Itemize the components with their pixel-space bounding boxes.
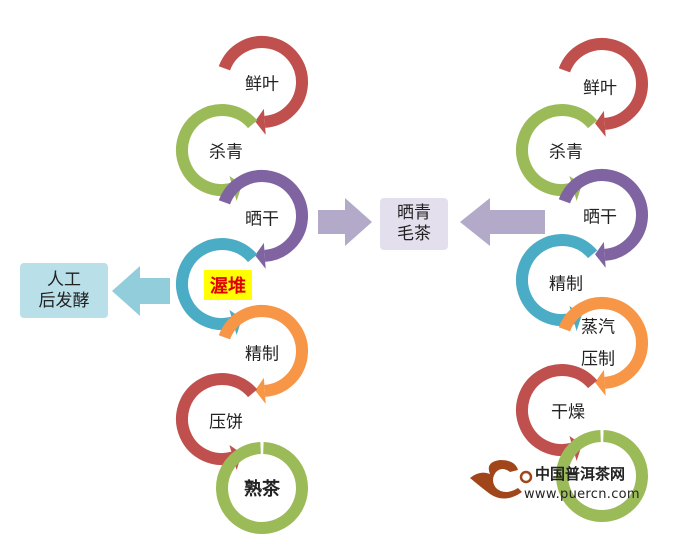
fermentation-box-line1: 人工 (47, 269, 81, 290)
center-box-line1: 晒青 (397, 203, 431, 223)
arrowhead-icon (595, 369, 606, 396)
right-step-kill-green: 杀青 (549, 142, 583, 163)
right-step-sun-dry: 晒干 (583, 207, 617, 228)
arc-r-sun-dry (558, 169, 648, 268)
ring-r-end (556, 430, 648, 522)
sun-dried-raw-tea-box: 晒青毛茶 (380, 198, 448, 250)
logo-swirl-icon (519, 470, 533, 484)
right-step-steam: 蒸汽 (581, 317, 615, 338)
arrowhead-icon (255, 242, 266, 269)
arc-r-steam-press (558, 297, 648, 396)
arc-fresh-leaf (218, 36, 308, 135)
ring-ripe-tea (216, 442, 308, 534)
left-step-wet-pile: 渥堆 (204, 270, 252, 300)
right-step-refine: 精制 (549, 274, 583, 295)
arrow-right-to-center (318, 198, 372, 246)
left-step-ripe-tea: 熟茶 (244, 479, 280, 500)
arrowhead-icon (255, 377, 266, 404)
logo-url[interactable]: www.puercn.com (524, 487, 640, 502)
arc-sun-dry (218, 170, 308, 269)
arrow-left-to-center (460, 198, 545, 246)
artificial-post-fermentation-box: 人工后发酵 (20, 263, 108, 318)
arc-refine (218, 305, 308, 404)
left-step-press-cake: 压饼 (209, 412, 243, 433)
left-step-fresh-leaf: 鲜叶 (245, 74, 279, 95)
arrow-left-to-fermentation (112, 266, 170, 316)
logo-name: 中国普洱茶网 (535, 465, 626, 483)
right-step-dry: 干燥 (551, 402, 585, 423)
center-box-line2: 毛茶 (397, 224, 431, 244)
arrowhead-icon (595, 241, 606, 268)
dragon-logo-icon (470, 460, 522, 499)
left-step-sun-dry: 晒干 (245, 209, 279, 230)
left-step-refine: 精制 (245, 344, 279, 365)
left-step-kill-green: 杀青 (209, 142, 243, 163)
arc-r-fresh-leaf (558, 38, 648, 137)
fermentation-box-line2: 后发酵 (38, 290, 90, 311)
right-step-fresh-leaf: 鲜叶 (583, 78, 617, 99)
arrowhead-icon (255, 108, 266, 135)
arrowhead-icon (595, 110, 606, 137)
right-step-press: 压制 (581, 349, 615, 370)
